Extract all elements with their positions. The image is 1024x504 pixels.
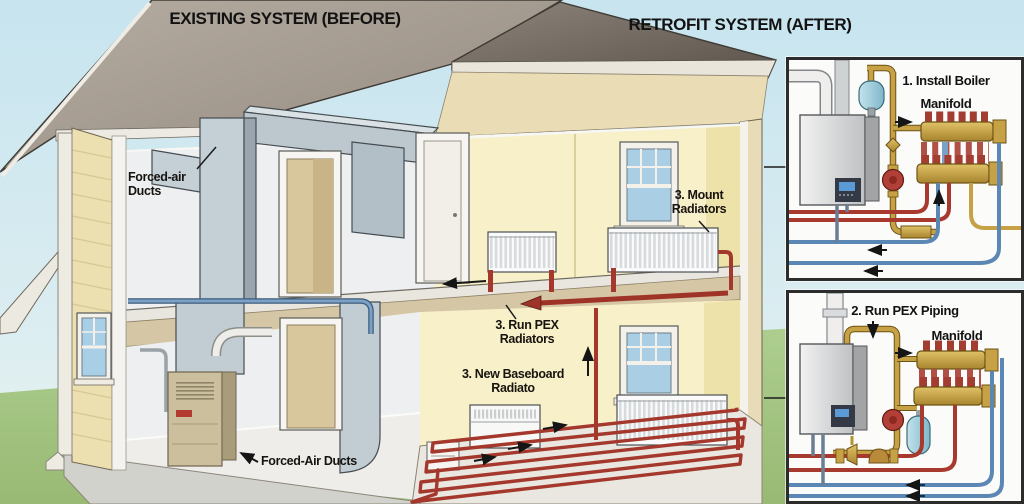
- boiler: [799, 114, 880, 206]
- label-forced-air-ducts-lower: Forced-Air Ducts: [261, 454, 357, 468]
- boiler-display: [835, 409, 849, 417]
- flow-arrow-right-icon: [473, 453, 497, 466]
- inset-pex-piping: 2. Run PEX Piping Manifold: [786, 290, 1024, 504]
- circulator-pump: [881, 164, 905, 198]
- ff-window: [613, 325, 685, 406]
- callout-arrow-icon: [239, 452, 259, 465]
- inset-boiler-manifold: 1. Install Boiler Manifold: [786, 57, 1024, 281]
- inset2-diagram: [789, 292, 1004, 502]
- label-run-pex-radiators: 3. Run PEX Radiators: [495, 318, 559, 346]
- pex-floor-loops: [410, 406, 747, 504]
- manifold-bottom: [913, 377, 996, 408]
- title-before: EXISTING SYSTEM (BEFORE): [169, 9, 401, 28]
- pex-return-pipes: [789, 143, 1021, 265]
- label-mount-radiators: 3. Mount Radiators: [671, 188, 727, 216]
- flow-arrow-left-icon: [442, 277, 487, 290]
- left-wing-roof: [0, 250, 59, 335]
- circulator-pump: [881, 408, 905, 432]
- manifold-top: [916, 340, 999, 372]
- boiler-display: [839, 182, 855, 191]
- check-valve: [868, 448, 890, 464]
- inset1-manifold-label: Manifold: [920, 96, 972, 111]
- label-forced-air-ducts-upper: Forced-air Ducts: [128, 170, 186, 198]
- sf-pex-piping: [519, 250, 733, 311]
- furnace-flue-pipe-hl: [212, 328, 272, 357]
- expansion-tank: [906, 410, 931, 455]
- title-after: RETROFIT SYSTEM (AFTER): [628, 15, 852, 34]
- panel-radiator: [487, 231, 557, 292]
- right-cut-wall-edge: [740, 121, 748, 442]
- inset2-step-label: 2. Run PEX Piping: [851, 303, 959, 318]
- flue-pipe: [822, 292, 848, 346]
- pex-return-pipes: [789, 358, 1004, 498]
- inset1-diagram: [789, 59, 1021, 277]
- downspout: [45, 132, 73, 471]
- ff-yellow-sidewall: [704, 300, 740, 415]
- attic-gable: [434, 71, 769, 138]
- sf-door: [278, 150, 342, 298]
- panel-radiator: [607, 227, 719, 292]
- inset2-manifold-label: Manifold: [931, 328, 983, 343]
- furnace: [167, 371, 237, 467]
- flue-pipe: [834, 59, 850, 117]
- cut-wall-edge: [111, 135, 127, 471]
- furnace-badge: [176, 410, 192, 417]
- refrigerant-line: [140, 348, 168, 412]
- ff-doorway: [279, 317, 343, 431]
- flow-arrow-left-icon: [519, 295, 542, 311]
- blue-pipe-hl: [128, 299, 373, 334]
- sf-door-2: [415, 132, 470, 284]
- boiler: [799, 343, 868, 435]
- flow-arrow-right-icon: [507, 441, 533, 454]
- label-new-baseboard-radiator: 3. New Baseboard Radiato: [461, 367, 565, 395]
- ball-valve-icon: [885, 137, 901, 153]
- inset1-step-label: 1. Install Boiler: [902, 73, 990, 88]
- forced-air-ductwork: [151, 105, 440, 301]
- flow-arrow-right-icon: [542, 421, 568, 434]
- left-wall-window: [73, 312, 115, 386]
- ff-flow-arrows: [473, 421, 568, 466]
- manifold-bottom: [916, 155, 1003, 186]
- callout-lines: [196, 146, 787, 399]
- left-siding-wall: [71, 127, 113, 471]
- isolation-valves: [835, 436, 899, 466]
- sf-window: [613, 141, 685, 234]
- expansion-tank: [858, 80, 885, 117]
- manifold-top: [920, 111, 1007, 144]
- check-valve: [900, 225, 932, 239]
- manifold-loop-pipes: [921, 142, 989, 164]
